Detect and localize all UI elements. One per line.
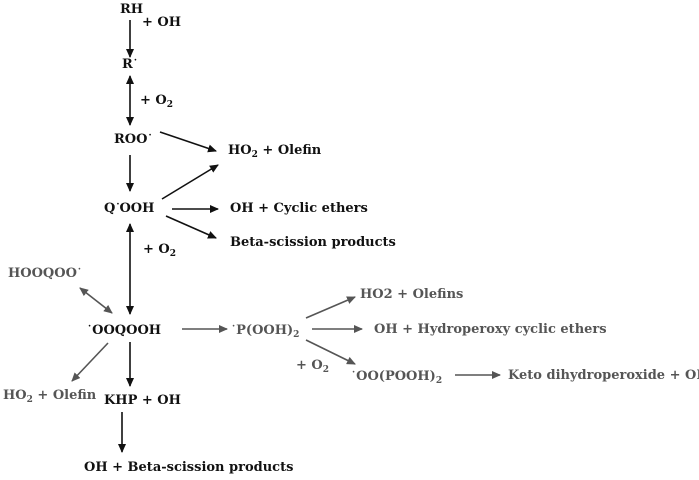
arrow-qooh-to-ho2-olefin — [161, 164, 219, 200]
radical-dot: · — [88, 322, 92, 332]
arrow-qooh-to-beta-scission — [165, 215, 217, 239]
subscript-2: 2 — [435, 376, 443, 386]
subscript-2: 2 — [293, 330, 300, 340]
species-roo: ROO· — [114, 131, 152, 147]
radical-dot: · — [116, 200, 120, 210]
species-hooqoo: HOOQOO· — [8, 265, 82, 281]
olefin-text: + Olefin — [32, 388, 97, 403]
radical-dot: · — [352, 368, 356, 378]
subscript-2: 2 — [251, 150, 258, 160]
reagent-plus-oh: + OH — [142, 15, 182, 30]
ooh-text: OOH — [119, 201, 155, 216]
product-ho2-olefin-lower: HO2 + Olefin — [3, 388, 97, 405]
subscript-2: 2 — [169, 249, 177, 259]
species-p-ooh2: ·P(OOH)2 — [232, 322, 300, 340]
subscript-2: 2 — [166, 100, 174, 110]
olefin-text: + Olefin — [257, 143, 322, 158]
plus-o-text: + O — [140, 93, 167, 108]
arrow-ooqooh-to-ho2-olefin — [71, 342, 109, 382]
roo-text: ROO — [114, 132, 148, 147]
product-beta-scission: Beta-scission products — [230, 235, 396, 250]
subscript-2: 2 — [322, 365, 330, 375]
arrow-pooh2-to-ho2-olefins — [305, 296, 356, 319]
arrow-pooh2-to-oo-pooh — [305, 339, 356, 365]
product-oh-beta-scission: OH + Beta-scission products — [84, 460, 294, 475]
species-khp-oh: KHP + OH — [104, 393, 181, 408]
product-ho2-olefin: HO2 + Olefin — [228, 143, 322, 160]
plus-o-text: + O — [143, 242, 170, 257]
ooqooh-text: OOQOOH — [92, 323, 162, 338]
reagent-plus-o2-third: + O2 — [296, 358, 330, 375]
radical-dot: · — [232, 322, 236, 332]
product-keto-dihydroperoxide-oh: Keto dihydroperoxide + OH — [508, 368, 699, 383]
hooqoo-text: HOOQOO — [8, 266, 77, 281]
ho-text: HO — [228, 143, 252, 158]
product-oh-hydroperoxy-cyclic-ethers: OH + Hydroperoxy cyclic ethers — [374, 322, 607, 337]
subscript-2: 2 — [26, 395, 33, 405]
radical-dot: · — [148, 131, 152, 141]
r-text: R — [122, 57, 133, 72]
species-oo-pooh2: ·OO(POOH)2 — [352, 368, 443, 386]
species-rh: RH — [120, 2, 144, 17]
radical-dot: · — [133, 56, 137, 66]
reagent-plus-o2-first: + O2 — [140, 93, 174, 110]
product-ho2-olefins: HO2 + Olefins — [360, 287, 464, 302]
p-ooh-text: P(OOH) — [236, 323, 294, 338]
plus-o-text: + O — [296, 358, 323, 373]
q-text: Q — [104, 201, 116, 216]
radical-dot: · — [77, 265, 82, 275]
arrow-roo-to-ho2-olefin — [159, 131, 217, 153]
species-ooqooh: ·OOQOOH — [88, 322, 162, 338]
reagent-plus-o2-second: + O2 — [143, 242, 177, 259]
oo-pooh-text: OO(POOH) — [356, 369, 436, 384]
product-oh-cyclic-ethers: OH + Cyclic ethers — [230, 201, 368, 216]
ho-text: HO — [3, 388, 27, 403]
species-qooh: Q·OOH — [104, 200, 155, 216]
species-alkyl-radical: R· — [122, 56, 137, 72]
arrow-hooqoo-ooqooh-equilibrium — [79, 287, 113, 314]
